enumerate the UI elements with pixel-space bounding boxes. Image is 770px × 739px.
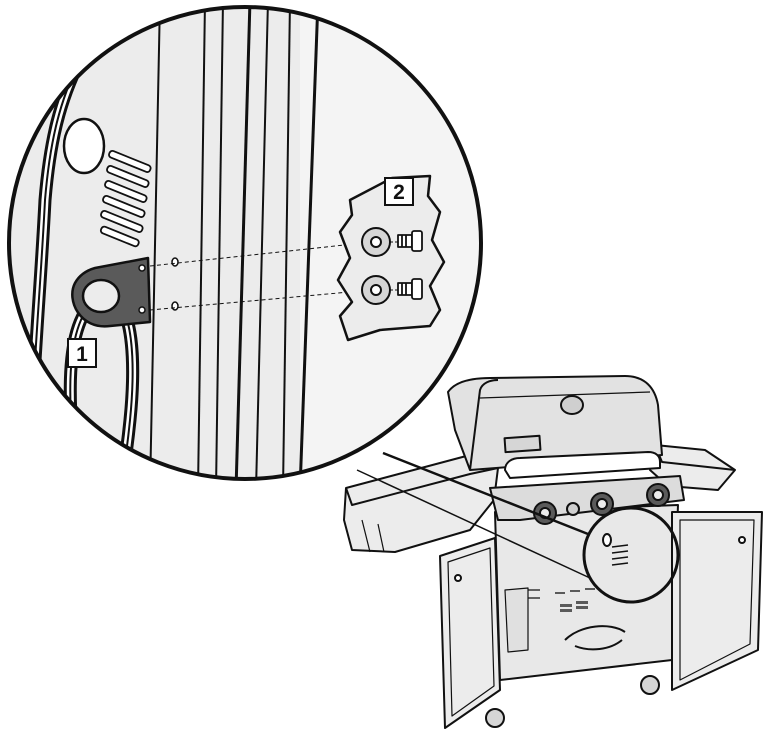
panel-seams xyxy=(149,7,320,479)
magnified-detail-view xyxy=(7,5,483,481)
callout-1: 1 xyxy=(67,338,97,368)
thermometer-icon xyxy=(560,395,584,415)
bracket-hole-upper xyxy=(138,264,146,272)
caster-right xyxy=(640,675,660,695)
alignment-lines xyxy=(149,241,373,311)
igniter-button-icon xyxy=(566,502,580,516)
washers xyxy=(361,227,391,305)
vent-slots xyxy=(99,149,152,248)
caster-front-left xyxy=(485,708,505,728)
screws xyxy=(397,230,423,300)
leader-line-upper xyxy=(382,451,589,536)
bracket-hole-lower xyxy=(138,306,146,314)
screw-upper xyxy=(397,234,413,248)
magnified-view-border xyxy=(7,5,483,481)
grill-illustration xyxy=(343,375,763,729)
detail-location-circle xyxy=(582,506,680,604)
callout-1-label: 1 xyxy=(76,343,88,366)
panel-hole-lower xyxy=(171,301,179,311)
callout-2-label: 2 xyxy=(393,181,405,204)
panel-hole-upper xyxy=(171,257,179,267)
right-cabinet-door xyxy=(671,511,763,691)
lid-handle xyxy=(504,451,661,479)
leader-line-lower xyxy=(356,469,591,579)
screw-lower xyxy=(397,282,413,296)
panel-oval-hole xyxy=(62,117,106,175)
callout-2: 2 xyxy=(384,177,414,206)
grill-lid xyxy=(447,375,663,471)
lid-nameplate xyxy=(503,434,542,454)
side-vents xyxy=(611,544,629,566)
left-cabinet-door xyxy=(439,537,501,729)
cabinet-interior xyxy=(504,587,626,653)
